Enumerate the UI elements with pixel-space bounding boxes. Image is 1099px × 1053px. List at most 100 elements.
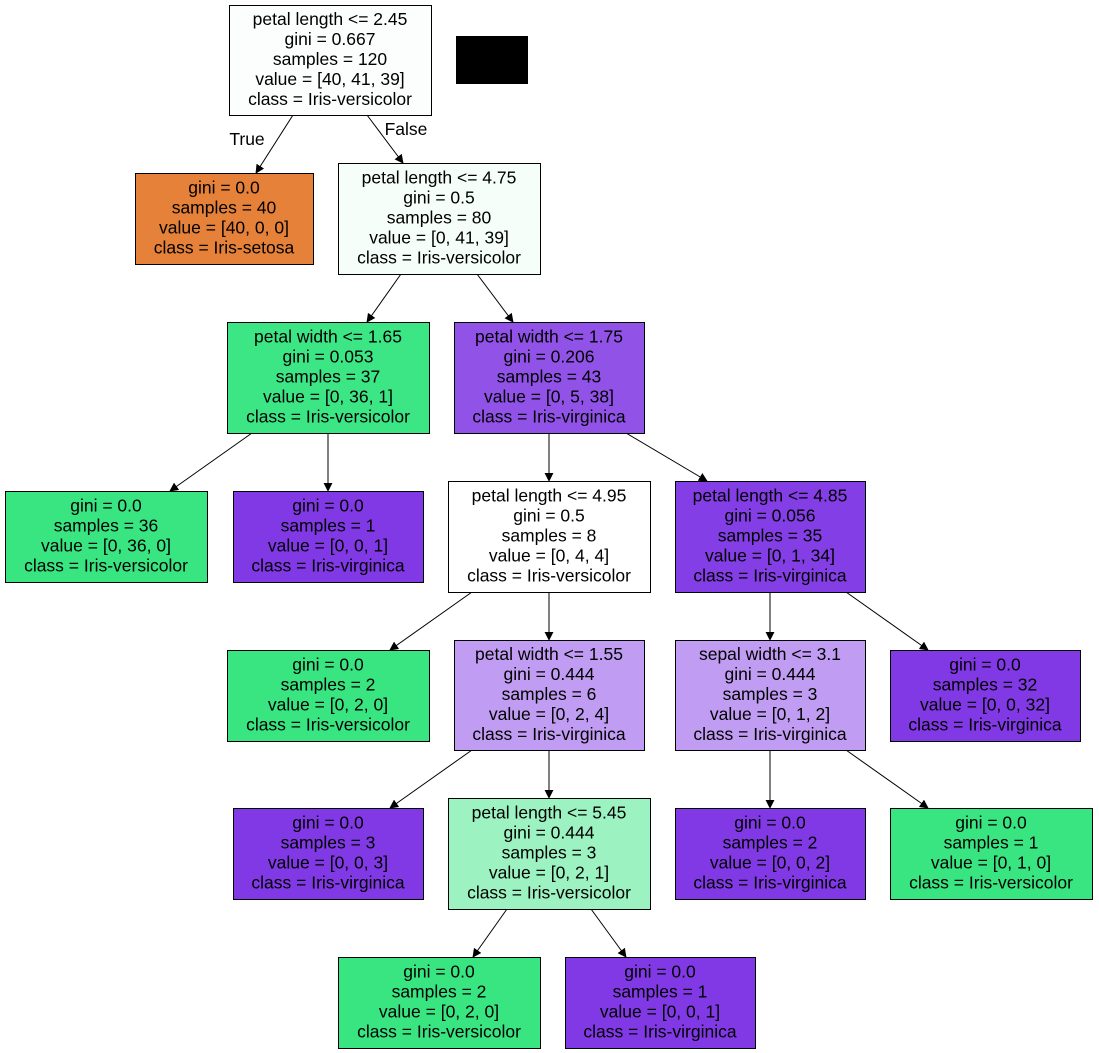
node-line: samples = 1 [613, 982, 708, 1002]
node-line: samples = 32 [933, 675, 1038, 695]
node-line: samples = 2 [392, 982, 487, 1002]
edge-n14-n17 [472, 908, 508, 958]
node-line: value = [40, 41, 39] [255, 69, 404, 89]
node-line: gini = 0.0 [949, 655, 1021, 675]
node-box [565, 957, 756, 1049]
edge-n10-n13 [389, 749, 473, 809]
node-line: petal width <= 1.75 [475, 327, 623, 347]
node-line: value = [0, 0, 1] [268, 536, 388, 556]
node-line: samples = 1 [944, 833, 1039, 853]
node-line: class = Iris-setosa [154, 238, 295, 258]
node-line: sepal width <= 3.1 [699, 644, 841, 664]
node-line: value = [0, 1, 34] [705, 546, 835, 566]
node-box [229, 5, 432, 116]
edge-n14-n18 [590, 908, 627, 958]
node-line: value = [0, 36, 1] [263, 387, 393, 407]
redaction-block [456, 36, 528, 84]
node-box [227, 322, 430, 434]
node-line: value = [0, 0, 1] [600, 1002, 720, 1022]
node-line: class = Iris-virginica [693, 724, 846, 744]
node-box [338, 163, 541, 275]
node-line: gini = 0.0 [188, 178, 260, 198]
node-line: class = Iris-versicolor [248, 89, 412, 109]
node-line: gini = 0.206 [504, 347, 595, 367]
node-line: class = Iris-versicolor [467, 566, 631, 586]
node-box [233, 491, 424, 583]
node-line: value = [0, 41, 39] [369, 228, 509, 248]
edge-n8-n12 [845, 591, 929, 651]
node-line: gini = 0.0 [70, 496, 142, 516]
node-line: samples = 80 [387, 208, 492, 228]
node-line: class = Iris-virginica [472, 407, 625, 427]
node-box [448, 798, 651, 910]
node-line: samples = 8 [502, 526, 597, 546]
node-line: gini = 0.444 [504, 823, 595, 843]
node-line: gini = 0.0 [403, 962, 475, 982]
node-line: value = [0, 2, 4] [489, 704, 609, 724]
node-line: samples = 2 [723, 833, 818, 853]
node-box [890, 650, 1081, 742]
node-box [233, 808, 424, 900]
node-box [675, 640, 866, 751]
node-line: class = Iris-versicolor [357, 1022, 521, 1042]
node-line: gini = 0.053 [283, 347, 374, 367]
node-line: petal length <= 5.45 [472, 803, 627, 823]
node-line: petal width <= 1.65 [254, 327, 402, 347]
node-line: samples = 3 [502, 843, 597, 863]
node-line: value = [0, 1, 2] [710, 704, 830, 724]
node-line: gini = 0.0 [734, 813, 806, 833]
node-box [338, 957, 541, 1049]
node-line: value = [0, 0, 3] [268, 853, 388, 873]
node-line: samples = 43 [497, 367, 602, 387]
node-line: value = [0, 5, 38] [484, 387, 614, 407]
edge-n7-n9 [389, 591, 473, 651]
node-line: petal length <= 4.95 [472, 486, 627, 506]
edge-n3-n5 [169, 432, 253, 492]
node-line: samples = 37 [276, 367, 381, 387]
node-line: petal length <= 2.45 [253, 9, 408, 29]
node-line: gini = 0.667 [285, 29, 376, 49]
node-line: value = [0, 4, 4] [489, 546, 609, 566]
edge-label-true: True [229, 129, 264, 149]
node-box [454, 322, 645, 434]
node-line: value = [0, 36, 0] [41, 536, 171, 556]
node-line: gini = 0.444 [725, 664, 816, 684]
edge-n0-n1 [255, 114, 294, 174]
node-line: class = Iris-versicolor [24, 556, 188, 576]
node-line: samples = 3 [281, 833, 376, 853]
node-box [448, 481, 651, 593]
edge-n4-n8 [625, 432, 708, 482]
edge-label-false: False [385, 119, 428, 139]
node-line: class = Iris-versicolor [467, 883, 631, 903]
node-line: samples = 1 [281, 516, 376, 536]
node-line: gini = 0.0 [955, 813, 1027, 833]
edges-layer [169, 114, 929, 958]
node-line: class = Iris-virginica [693, 566, 846, 586]
node-line: gini = 0.444 [504, 664, 595, 684]
node-box [454, 640, 645, 751]
node-line: gini = 0.0 [292, 813, 364, 833]
node-line: value = [0, 0, 32] [920, 695, 1050, 715]
node-line: petal length <= 4.85 [693, 486, 848, 506]
node-line: class = Iris-versicolor [357, 248, 521, 268]
node-line: samples = 3 [723, 684, 818, 704]
